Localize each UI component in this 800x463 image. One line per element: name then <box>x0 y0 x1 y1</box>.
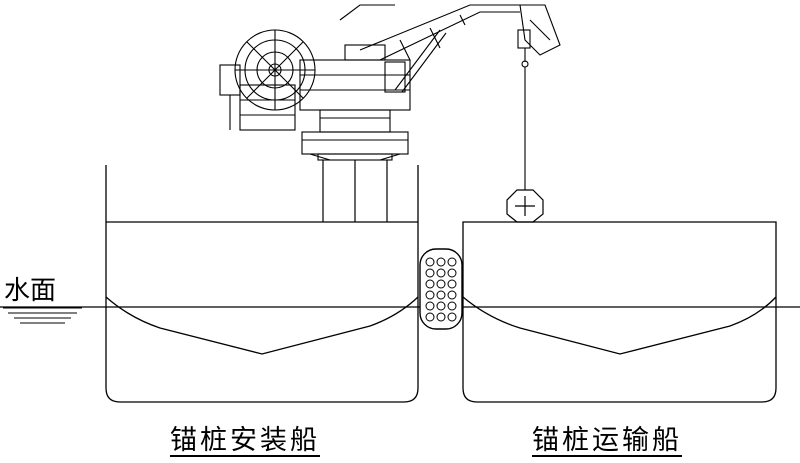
anchor-pile-icon <box>506 189 544 223</box>
crane-hook-icon <box>521 48 529 190</box>
water-surface-symbol <box>3 307 82 324</box>
crane-icon <box>219 4 561 161</box>
fender-icon <box>419 248 463 330</box>
right-ship-hull <box>462 221 777 403</box>
anchor-installation-ship-label: 锚桩安装船 <box>170 425 320 456</box>
left-ship-hull <box>105 165 419 403</box>
anchor-transport-ship-label: 锚桩运输船 <box>532 425 682 456</box>
crane-pedestal-columns <box>322 160 388 222</box>
water-surface-label: 水面 <box>4 276 57 306</box>
